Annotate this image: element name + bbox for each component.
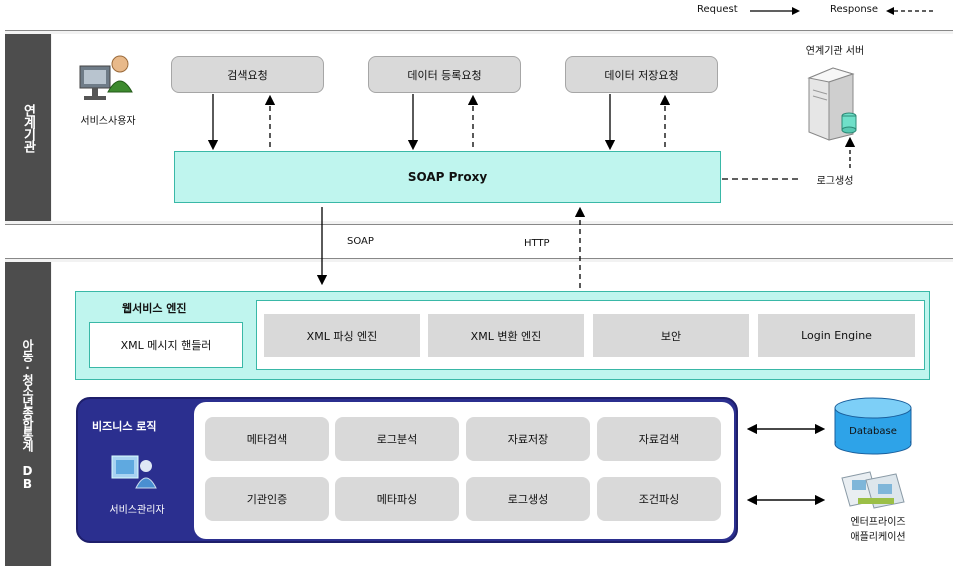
request-box-search: 검색요청	[171, 56, 324, 93]
legend-request-arrow	[750, 7, 800, 15]
soap-proxy-box: SOAP Proxy	[174, 151, 721, 203]
biz-data-search: 자료검색	[597, 417, 721, 461]
biz-log-analysis: 로그분석	[335, 417, 459, 461]
server-label: 연계기관 서버	[805, 46, 865, 57]
service-user-label: 서비스사용자	[80, 116, 136, 127]
service-user-icon	[79, 55, 133, 100]
enterprise-app-label-line2: 애플리케이션	[850, 532, 906, 543]
service-admin-icon	[111, 455, 157, 489]
legend-response-label: Response	[830, 4, 879, 15]
xml-handler-box: XML 메시지 핸들러	[89, 322, 243, 368]
request-box-store: 데이터 저장요청	[565, 56, 718, 93]
database-label: Database	[849, 426, 897, 437]
biz-meta-parse: 메타파싱	[335, 477, 459, 521]
engine-security: 보안	[593, 314, 749, 357]
enterprise-app-label: 엔터프라이즈 애플리케이션	[820, 512, 936, 544]
soap-label: SOAP	[347, 236, 374, 247]
bottom-lane-border-top	[5, 258, 953, 259]
enterprise-app-icon	[841, 471, 905, 509]
top-lane-label: 연계기관	[5, 34, 51, 221]
biz-condition-parse: 조건파싱	[597, 477, 721, 521]
engine-xml-parse: XML 파싱 엔진	[264, 314, 420, 357]
business-logic-title: 비즈니스 로직	[92, 420, 157, 433]
enterprise-app-label-line1: 엔터프라이즈	[850, 517, 906, 528]
http-label: HTTP	[524, 238, 550, 249]
biz-data-store: 자료저장	[466, 417, 590, 461]
biz-log-create: 로그생성	[466, 477, 590, 521]
log-create-label: 로그생성	[816, 176, 854, 187]
legend-request-label: Request	[697, 4, 738, 15]
request-box-register: 데이터 등록요청	[368, 56, 521, 93]
biz-org-auth: 기관인증	[205, 477, 329, 521]
web-engine-title: 웹서비스 엔진	[122, 302, 187, 315]
biz-meta-search: 메타검색	[205, 417, 329, 461]
engine-xml-transform: XML 변환 엔진	[428, 314, 584, 357]
top-lane-border-bottom	[5, 224, 953, 225]
service-admin-label: 서비스관리자	[109, 505, 165, 516]
engine-login: Login Engine	[758, 314, 915, 357]
bottom-lane-label: 아동·청소년종합통계 DB	[5, 262, 51, 566]
server-icon	[807, 67, 857, 141]
database-icon	[834, 397, 912, 455]
legend-response-arrow	[886, 7, 934, 15]
top-lane-border-top	[5, 30, 953, 31]
